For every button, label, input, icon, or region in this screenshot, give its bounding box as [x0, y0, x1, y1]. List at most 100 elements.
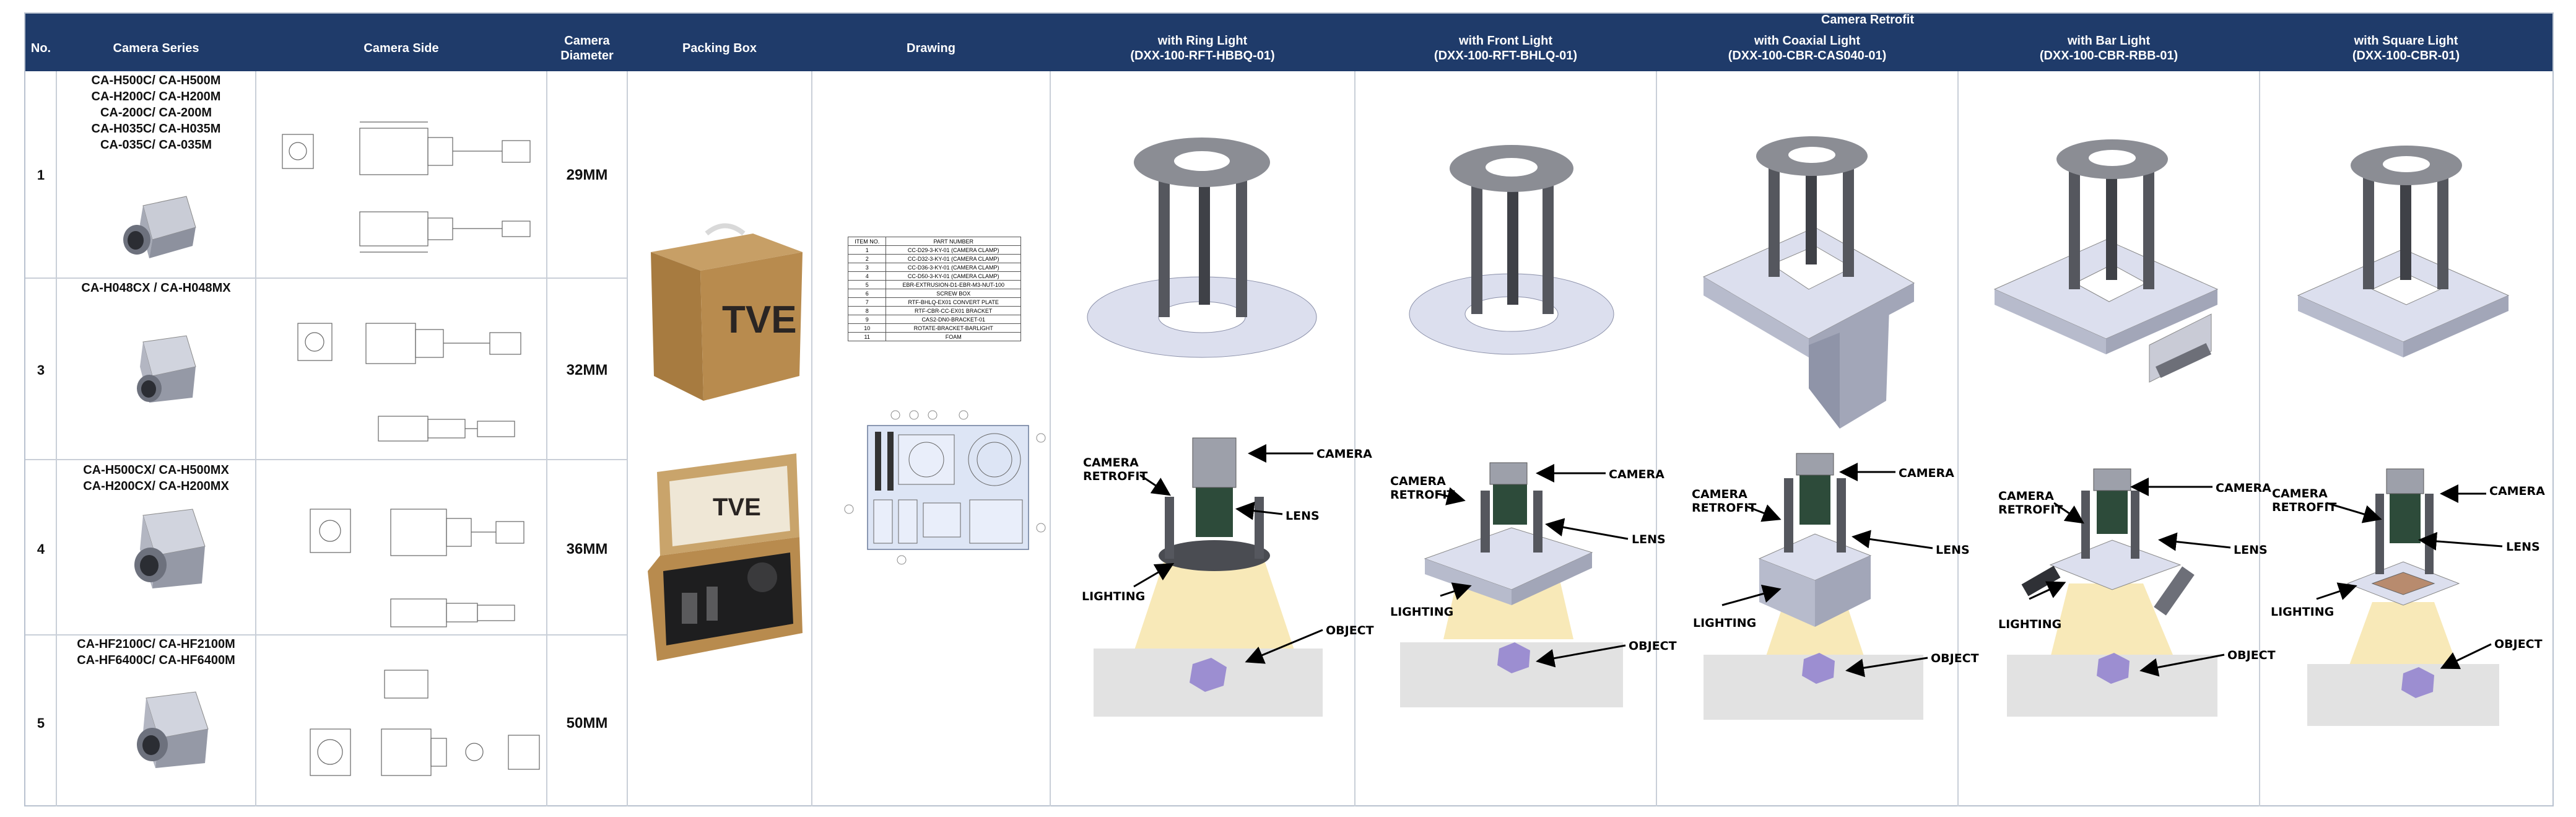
grid-line	[1050, 71, 1051, 806]
coaxial-light-retrofit-render	[1702, 136, 1915, 429]
label-camera: CAMERA	[2216, 481, 2271, 495]
grid-line	[1354, 71, 1355, 806]
grid-line	[56, 71, 57, 806]
group-title: Camera Retrofit	[1821, 12, 1915, 27]
label-object: OBJECT	[1326, 624, 1374, 637]
label-lighting: LIGHTING	[1390, 605, 1454, 619]
camera-diameter: 32MM	[566, 362, 608, 378]
series-model: CA-H200C/ CA-H200M	[91, 90, 221, 103]
camera-series-list: CA-H048CX / CA-H048MX	[56, 280, 256, 296]
parts-cell: FOAM	[886, 332, 1021, 341]
label-lens: LENS	[2506, 540, 2540, 554]
camera-series-list: CA-H500C/ CA-H500M CA-H200C/ CA-H200M CA…	[56, 72, 256, 153]
series-model: CA-200C/ CA-200M	[100, 106, 212, 120]
series-model: CA-H200CX/ CA-H200MX	[83, 479, 229, 493]
header-box: Packing Box	[627, 25, 812, 71]
camera-series-list: CA-HF2100C/ CA-HF2100M CA-HF6400C/ CA-HF…	[56, 636, 256, 668]
header-retrofit-ring: with Ring Light (DXX-100-RFT-HBBQ-01)	[1050, 25, 1355, 71]
label-lens: LENS	[1936, 543, 1970, 557]
label-lighting: LIGHTING	[1693, 616, 1757, 630]
header-ring-line2: (DXX-100-RFT-HBBQ-01)	[1130, 49, 1275, 63]
bar-light-retrofit-render	[1993, 139, 2219, 383]
header-no: No.	[25, 25, 56, 71]
callout-arrows	[1133, 444, 2503, 678]
label-lens: LENS	[1632, 533, 1666, 546]
box-lid-logo: TVE	[713, 494, 761, 521]
camera-photo	[137, 335, 196, 403]
header-coaxial-line2: (DXX-100-CBR-CAS040-01)	[1728, 49, 1887, 63]
header-diameter: Camera Diameter	[547, 25, 627, 71]
row-number: 5	[37, 715, 45, 731]
header-retrofit-coaxial: with Coaxial Light (DXX-100-CBR-CAS040-0…	[1656, 25, 1958, 71]
header-side-label: Camera Side	[363, 42, 439, 55]
header-front-line2: (DXX-100-RFT-BHLQ-01)	[1434, 49, 1578, 63]
camera-photo	[137, 691, 209, 768]
header-box-label: Packing Box	[682, 42, 757, 55]
header-coaxial-line1: with Coaxial Light	[1754, 34, 1861, 48]
header-drawing-label: Drawing	[907, 42, 955, 55]
ring-light-retrofit-render	[1087, 138, 1317, 358]
camera-side-drawing	[282, 121, 531, 253]
front-light-retrofit-render	[1409, 145, 1614, 355]
header-square-line2: (DXX-100-CBR-01)	[2352, 49, 2460, 63]
header-side: Camera Side	[256, 25, 547, 71]
header-front-line1: with Front Light	[1458, 34, 1553, 48]
series-model: CA-H500CX/ CA-H500MX	[83, 463, 229, 477]
camera-photo	[123, 196, 196, 258]
packing-box-open: TVE	[648, 453, 803, 661]
label-camera: CAMERA	[2489, 484, 2545, 498]
parts-cell: 11	[847, 332, 887, 341]
grid-line	[25, 459, 627, 460]
header-drawing: Drawing	[812, 25, 1050, 71]
camera-diameter: 50MM	[566, 715, 608, 732]
header-diameter-line1: Camera	[564, 34, 610, 48]
coaxial-light-scene	[1704, 453, 1923, 720]
label-camera: CAMERA	[1899, 466, 1954, 480]
header-ring-line1: with Ring Light	[1157, 34, 1248, 48]
row-number: 1	[37, 167, 45, 183]
ring-light-scene	[1094, 437, 1323, 717]
exploded-parts-drawing	[844, 410, 1046, 565]
retrofit-sheet: Camera Retrofit No. Camera Series Camera…	[24, 12, 2554, 806]
group-header: Camera Retrofit	[25, 12, 2552, 27]
header-bar-line1: with Bar Light	[2067, 34, 2151, 48]
series-model: CA-035C/ CA-035M	[100, 138, 212, 152]
grid-line	[627, 71, 628, 806]
camera-diameter: 29MM	[566, 167, 608, 183]
row-number: 3	[37, 362, 45, 378]
row-number: 4	[37, 541, 45, 557]
camera-side-drawing	[310, 670, 540, 776]
box-logo: TVE	[722, 299, 797, 341]
header-retrofit-bar: with Bar Light (DXX-100-CBR-RBB-01)	[1958, 25, 2260, 71]
label-camera: CAMERA	[1316, 447, 1372, 461]
square-light-retrofit-render	[2297, 146, 2510, 357]
grid-line	[255, 71, 256, 806]
camera-series-list: CA-H500CX/ CA-H500MX CA-H200CX/ CA-H200M…	[56, 462, 256, 494]
header-square-line1: with Square Light	[2354, 34, 2458, 48]
header-series: Camera Series	[56, 25, 256, 71]
series-model: CA-H500C/ CA-H500M	[91, 74, 221, 87]
camera-side-drawing	[297, 323, 521, 442]
label-lens: LENS	[1286, 509, 1320, 523]
label-lighting: LIGHTING	[2271, 605, 2334, 619]
label-camera: CAMERA	[1609, 468, 1664, 481]
camera-side-drawing	[310, 509, 524, 627]
camera-photo	[134, 509, 206, 588]
header-no-label: No.	[30, 42, 51, 55]
packing-box-closed: TVE	[651, 223, 803, 401]
label-lighting: LIGHTING	[1082, 590, 1146, 603]
grid-line	[811, 71, 812, 806]
front-light-scene	[1400, 462, 1623, 707]
grid-line	[25, 277, 627, 279]
series-model: CA-HF6400C/ CA-HF6400M	[77, 653, 235, 667]
bar-light-scene	[2007, 468, 2217, 717]
label-object: OBJECT	[1629, 639, 1677, 653]
label-object: OBJECT	[2227, 649, 2276, 662]
header-bar-line2: (DXX-100-CBR-RBB-01)	[2039, 49, 2178, 63]
camera-diameter: 36MM	[566, 541, 608, 557]
